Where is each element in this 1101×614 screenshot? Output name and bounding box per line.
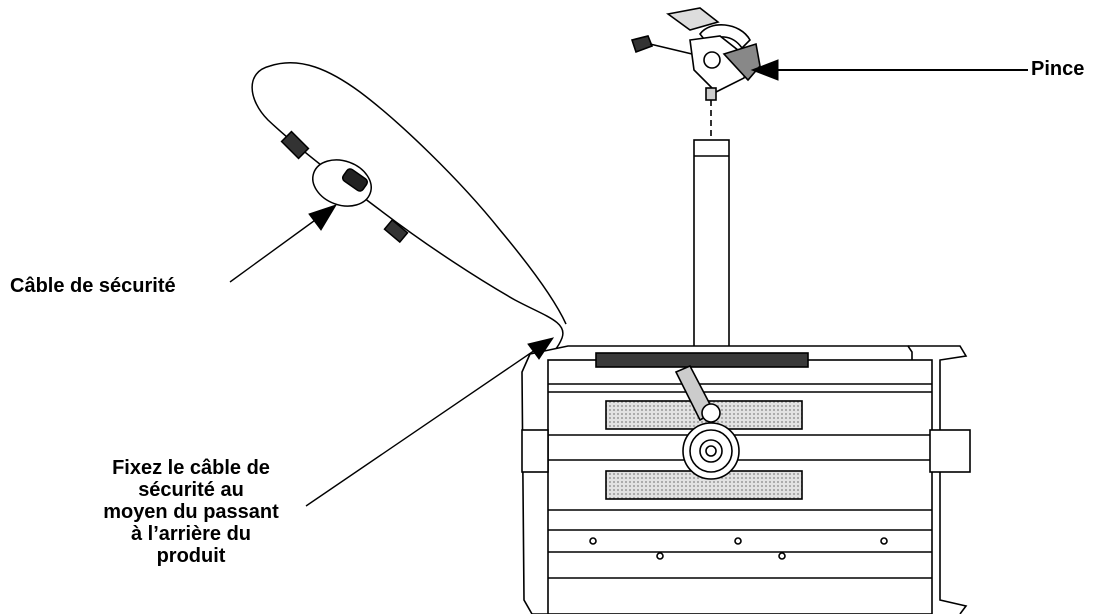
attach-instruction-line: produit — [156, 545, 226, 567]
clamp-icon — [630, 7, 761, 138]
attach-instruction-line: Fixez le câble de — [112, 457, 270, 479]
safety-cable-label: Câble de sécurité — [10, 275, 176, 297]
pince-label: Pince — [1031, 58, 1085, 80]
attach-instruction-line: sécurité au — [138, 479, 244, 501]
light-fixture-icon — [521, 345, 971, 614]
attach-pointer — [305, 337, 555, 507]
attach-instruction-line: à l’arrière du — [130, 523, 252, 545]
attach-instruction-line: moyen du passant — [103, 501, 279, 523]
safety-cable-icon — [251, 62, 567, 358]
attach-instruction-label: Fixez le câble de sécurité au moyen du p… — [60, 457, 322, 567]
cable-pointer — [229, 204, 338, 283]
pince-pointer — [750, 59, 1028, 81]
